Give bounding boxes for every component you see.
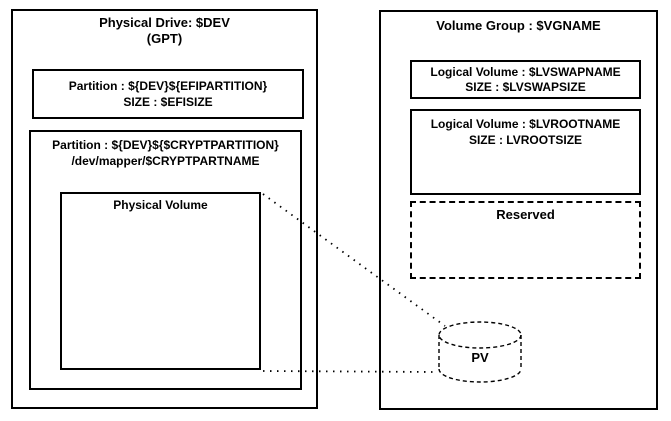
efi-partition-box: Partition : ${DEV}${EFIPARTITION} SIZE :… xyxy=(32,69,304,119)
lv-swap-size: SIZE : $LVSWAPSIZE xyxy=(465,79,586,94)
volume-group-title: Volume Group : $VGNAME xyxy=(436,18,601,33)
lv-root-box: Logical Volume : $LVROOTNAME SIZE : LVRO… xyxy=(410,109,641,195)
crypt-partition-box: Partition : ${DEV}${$CRYPTPARTITION} /de… xyxy=(29,130,302,390)
physical-volume-label: Physical Volume xyxy=(113,198,208,212)
efi-partition-size: SIZE : $EFISIZE xyxy=(123,95,213,109)
crypt-partition-line1: Partition : ${DEV}${$CRYPTPARTITION} xyxy=(52,138,279,152)
reserved-box: Reserved xyxy=(410,201,641,279)
pv-label: PV xyxy=(471,350,489,365)
lv-swap-line1: Logical Volume : $LVSWAPNAME xyxy=(430,64,621,79)
lv-root-line1: Logical Volume : $LVROOTNAME xyxy=(430,117,621,131)
physical-drive-subtitle: (GPT) xyxy=(146,31,183,46)
efi-partition-line1: Partition : ${DEV}${EFIPARTITION} xyxy=(68,79,268,93)
lv-root-size: SIZE : LVROOTSIZE xyxy=(468,133,583,147)
crypt-partition-mapper: /dev/mapper/$CRYPTPARTNAME xyxy=(71,154,260,168)
lv-swap-box: Logical Volume : $LVSWAPNAME SIZE : $LVS… xyxy=(410,60,641,99)
reserved-label: Reserved xyxy=(496,207,555,222)
physical-volume-box: Physical Volume xyxy=(60,192,261,370)
physical-drive-box: Physical Drive: $DEV (GPT) Partition : $… xyxy=(11,9,318,409)
physical-drive-title: Physical Drive: $DEV xyxy=(99,15,230,30)
